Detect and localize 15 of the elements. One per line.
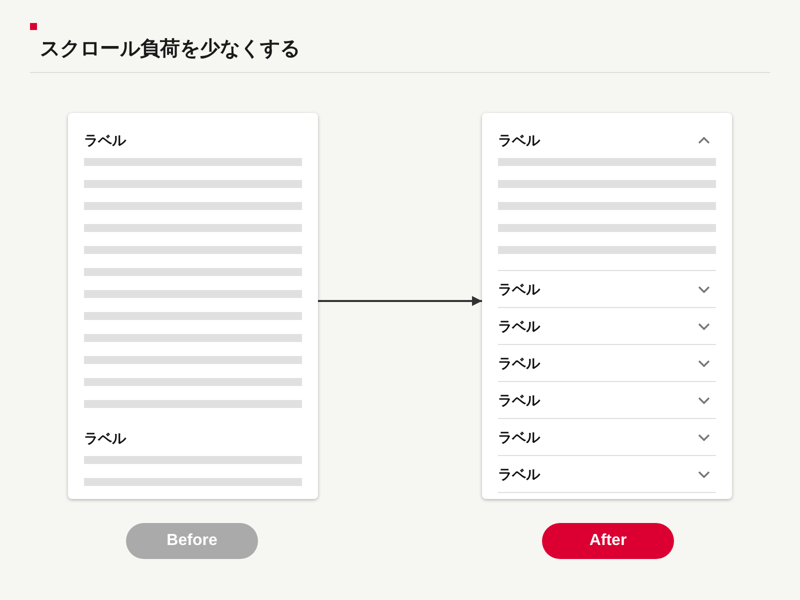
after-tag: After bbox=[542, 523, 674, 559]
section-label: ラベル bbox=[498, 280, 540, 299]
section-label: ラベル bbox=[498, 465, 540, 484]
page-title: スクロール負荷を少なくする bbox=[40, 37, 300, 62]
section-label: ラベル bbox=[498, 391, 540, 410]
section-label: ラベル bbox=[84, 429, 126, 448]
section-label: ラベル bbox=[498, 354, 540, 373]
arrow bbox=[318, 296, 482, 306]
section-label: ラベル bbox=[498, 317, 540, 336]
section-label: ラベル bbox=[84, 131, 126, 150]
section-label: ラベル bbox=[498, 131, 540, 150]
before-tag: Before bbox=[126, 523, 258, 559]
accordion-card bbox=[482, 113, 732, 499]
long-content-card bbox=[68, 113, 318, 499]
section-label: ラベル bbox=[498, 428, 540, 447]
